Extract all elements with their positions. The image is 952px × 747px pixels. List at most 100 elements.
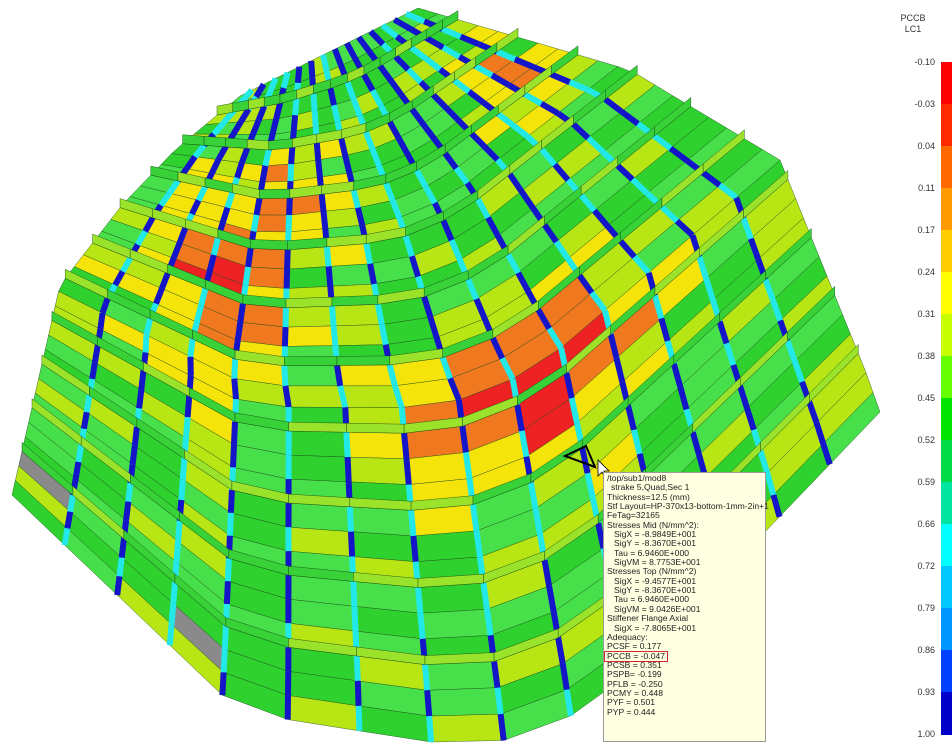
stiffener-web[interactable] — [219, 672, 227, 696]
stiffener-web[interactable] — [748, 237, 762, 261]
stiffener-web[interactable] — [377, 64, 394, 83]
web-frame-plate[interactable] — [809, 343, 859, 403]
stiffener-web[interactable] — [159, 272, 171, 290]
stiffener-web[interactable] — [404, 11, 426, 25]
stiffener-web[interactable] — [535, 308, 552, 331]
stiffener-web[interactable] — [238, 147, 251, 164]
stiffener-web[interactable] — [630, 429, 643, 455]
stiffener-web[interactable] — [409, 107, 426, 126]
stiffener-web[interactable] — [440, 219, 455, 242]
stiffener-web[interactable] — [403, 458, 412, 485]
stiffener-web[interactable] — [674, 218, 695, 238]
stiffener-web[interactable] — [689, 431, 702, 456]
stiffener-web[interactable] — [668, 145, 689, 164]
plate-element[interactable] — [247, 248, 288, 270]
stiffener-web[interactable] — [518, 189, 536, 210]
stiffener-web[interactable] — [223, 581, 231, 605]
stiffener-web[interactable] — [546, 585, 557, 613]
stiffener-web[interactable] — [330, 325, 339, 346]
stiffener-web[interactable] — [250, 214, 260, 232]
stiffener-web[interactable] — [173, 541, 182, 563]
stiffener-web[interactable] — [284, 249, 291, 270]
web-frame-plate[interactable] — [250, 239, 288, 251]
stiffener-web[interactable] — [703, 277, 716, 302]
web-frame-plate[interactable] — [203, 136, 226, 148]
stiffener-web[interactable] — [119, 256, 133, 274]
stiffener-web[interactable] — [770, 299, 784, 322]
web-frame-plate[interactable] — [765, 228, 812, 281]
stiffener-web[interactable] — [422, 664, 431, 691]
stiffener-web[interactable] — [577, 273, 595, 295]
stiffener-web[interactable] — [392, 17, 413, 32]
stiffener-web[interactable] — [518, 430, 530, 458]
stiffener-web[interactable] — [701, 170, 722, 188]
stiffener-web[interactable] — [282, 307, 289, 328]
stiffener-web[interactable] — [465, 278, 480, 301]
plate-element[interactable] — [426, 687, 501, 717]
plate-element[interactable] — [288, 430, 348, 458]
stiffener-web[interactable] — [652, 133, 673, 151]
web-frame-plate[interactable] — [442, 10, 459, 30]
stiffener-web[interactable] — [671, 363, 684, 388]
stiffener-web[interactable] — [762, 278, 776, 302]
stiffener-web[interactable] — [325, 266, 334, 287]
stiffener-web[interactable] — [313, 142, 322, 161]
stiffener-web[interactable] — [310, 93, 318, 111]
stiffener-web[interactable] — [337, 385, 349, 409]
stiffener-web[interactable] — [409, 45, 428, 61]
stiffener-web[interactable] — [318, 193, 327, 212]
stiffener-web[interactable] — [356, 35, 372, 54]
stiffener-web[interactable] — [417, 612, 426, 640]
stiffener-web[interactable] — [220, 110, 236, 126]
plate-element[interactable] — [331, 304, 383, 327]
stiffener-web[interactable] — [67, 494, 76, 513]
stiffener-web[interactable] — [288, 147, 296, 165]
stiffener-web[interactable] — [408, 510, 417, 537]
stiffener-web[interactable] — [539, 101, 560, 116]
stiffener-web[interactable] — [198, 287, 209, 307]
stiffener-web[interactable] — [178, 479, 186, 501]
plate-element[interactable] — [428, 713, 504, 743]
stiffener-web[interactable] — [219, 206, 231, 224]
stiffener-web[interactable] — [331, 104, 341, 123]
stiffener-web[interactable] — [740, 217, 754, 240]
web-frame-plate[interactable] — [703, 129, 745, 174]
stiffener-web[interactable] — [280, 71, 291, 89]
stiffener-web[interactable] — [482, 144, 500, 162]
stiffener-web[interactable] — [343, 432, 351, 458]
stiffener-web[interactable] — [189, 199, 202, 216]
stiffener-web[interactable] — [395, 136, 411, 156]
stiffener-web[interactable] — [131, 426, 140, 447]
stiffener-web[interactable] — [323, 246, 332, 267]
stiffener-web[interactable] — [820, 442, 833, 466]
stiffener-web[interactable] — [744, 407, 757, 431]
stiffener-web[interactable] — [568, 397, 580, 424]
stiffener-web[interactable] — [513, 56, 535, 70]
stiffener-web[interactable] — [344, 81, 357, 100]
fe-mesh-plot[interactable] — [0, 0, 881, 747]
stiffener-web[interactable] — [363, 131, 376, 151]
stiffener-web[interactable] — [659, 204, 680, 224]
stiffener-web[interactable] — [184, 396, 193, 418]
plate-element[interactable] — [286, 246, 329, 270]
stiffener-web[interactable] — [353, 655, 361, 682]
stiffener-web[interactable] — [425, 35, 445, 51]
stiffener-web[interactable] — [696, 255, 709, 280]
stiffener-web[interactable] — [484, 608, 494, 636]
stiffener-web[interactable] — [282, 385, 292, 408]
web-frame-plate[interactable] — [225, 137, 248, 149]
stiffener-web[interactable] — [237, 303, 246, 323]
stiffener-web[interactable] — [420, 122, 437, 141]
stiffener-web[interactable] — [136, 389, 145, 409]
stiffener-web[interactable] — [613, 357, 626, 383]
web-frame-plate[interactable] — [346, 422, 405, 434]
stiffener-web[interactable] — [388, 78, 404, 97]
stiffener-web[interactable] — [523, 91, 543, 107]
stiffener-web[interactable] — [242, 266, 252, 286]
stiffener-web[interactable] — [497, 713, 507, 741]
stiffener-web[interactable] — [539, 147, 558, 167]
stiffener-web[interactable] — [320, 211, 329, 229]
plate-element[interactable] — [333, 324, 386, 346]
stiffener-web[interactable] — [452, 78, 471, 94]
stiffener-web[interactable] — [327, 87, 337, 106]
